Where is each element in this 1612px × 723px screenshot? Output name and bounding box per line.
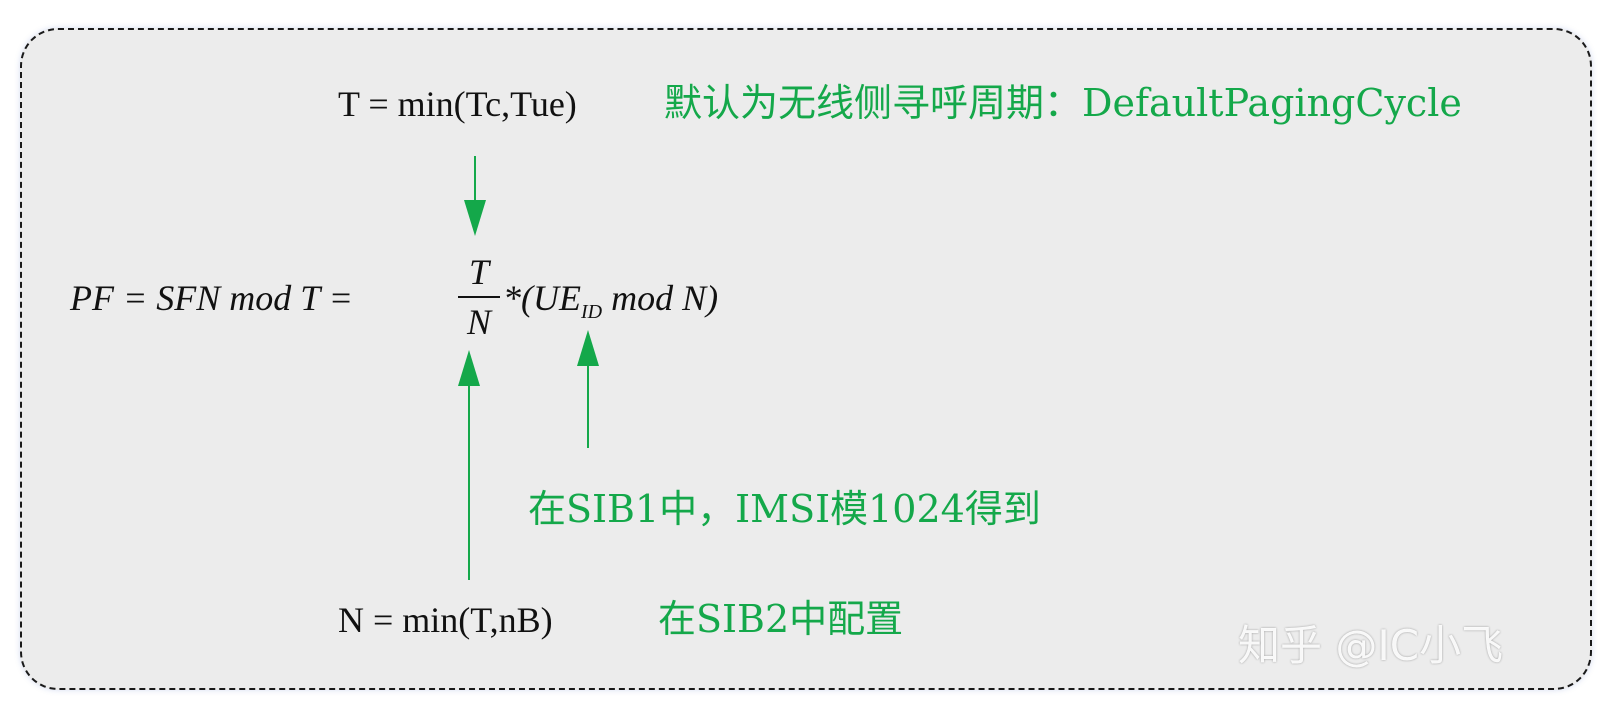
n-note: 在SIB2中配置 bbox=[658, 597, 904, 641]
arrow-up-to-n bbox=[458, 350, 480, 580]
ue-term: *(UE bbox=[503, 278, 581, 318]
ue-subscript: ID bbox=[580, 301, 603, 324]
pf-formula-left: PF = SFN mod T = bbox=[70, 278, 353, 318]
ue-note: 在SIB1中，IMSI模1024得到 bbox=[528, 487, 1041, 531]
pf-formula-right: *(UEID mod N) bbox=[503, 280, 718, 322]
fraction-bar bbox=[458, 296, 500, 298]
t-note: 默认为无线侧寻呼周期：DefaultPagingCycle bbox=[664, 81, 1462, 125]
fraction-t-over-n: T N bbox=[458, 254, 500, 340]
mod-n-term: mod N) bbox=[602, 278, 719, 318]
diagram-panel bbox=[20, 28, 1592, 690]
t-definition: T = min(Tc,Tue) bbox=[338, 84, 577, 124]
fraction-numerator: T bbox=[468, 252, 490, 292]
arrow-down-to-t bbox=[464, 156, 486, 236]
fraction-denominator: N bbox=[466, 302, 491, 342]
n-definition: N = min(T,nB) bbox=[338, 600, 553, 640]
watermark-logo: 知乎 @IC小飞 bbox=[1238, 621, 1504, 670]
arrow-up-to-ue bbox=[577, 330, 599, 448]
